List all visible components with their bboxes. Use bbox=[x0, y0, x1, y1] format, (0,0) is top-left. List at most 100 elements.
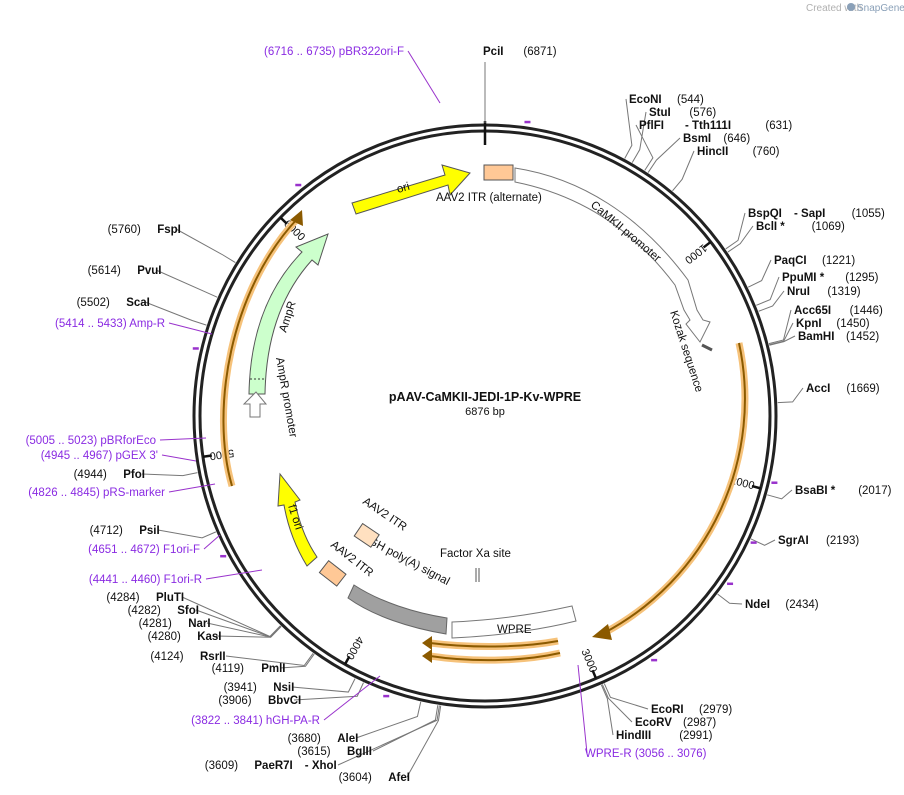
enzyme-position: (6871) bbox=[523, 46, 556, 58]
enzyme-site[interactable]: (3615)BglII bbox=[297, 705, 439, 758]
orf-arrow-3-head bbox=[422, 649, 432, 663]
enzyme-position: (4712) bbox=[90, 525, 123, 537]
f1-ori-arrow[interactable] bbox=[277, 472, 318, 567]
enzyme-position: (4944) bbox=[74, 469, 107, 481]
enzyme-leader bbox=[406, 705, 442, 778]
primer-site[interactable]: (4826 .. 4845) pRS-marker bbox=[28, 483, 757, 544]
jedi-orf-arrow[interactable] bbox=[602, 342, 749, 637]
enzyme-name: PluTI bbox=[156, 592, 184, 604]
enzyme-leader bbox=[769, 322, 794, 346]
enzyme-site[interactable]: Acc65I(1446) bbox=[768, 305, 883, 345]
credit-brand: SnapGene bbox=[857, 3, 904, 14]
enzyme-leader bbox=[144, 301, 207, 326]
primer-leader bbox=[203, 534, 221, 550]
enzyme-leader bbox=[747, 259, 772, 288]
enzyme-position: (5760) bbox=[108, 224, 141, 236]
enzyme-name-2: - XhoI bbox=[305, 760, 337, 772]
enzyme-name: FspI bbox=[157, 224, 181, 236]
enzyme-position: (576) bbox=[689, 107, 716, 119]
enzyme-site[interactable]: (4284)PluTI bbox=[106, 592, 281, 638]
enzyme-name: AccI bbox=[806, 383, 830, 395]
primer-site[interactable]: WPRE-R (3056 .. 3076) bbox=[295, 183, 707, 760]
enzyme-name: PpuMI * bbox=[782, 272, 825, 284]
enzyme-site[interactable]: (5760) FspI bbox=[108, 224, 236, 264]
tick-mark-5000 bbox=[202, 454, 213, 458]
ampr-arrow[interactable] bbox=[248, 233, 329, 395]
primer-label: (5414 .. 5433) Amp-R bbox=[55, 318, 165, 330]
enzyme-position: (2434) bbox=[785, 599, 818, 611]
itr-box-1[interactable] bbox=[353, 522, 380, 548]
camkii-promoter-arrow[interactable] bbox=[514, 167, 711, 343]
enzyme-position: (2991) bbox=[679, 730, 712, 742]
enzyme-site[interactable]: EcoRI(2979) bbox=[603, 683, 732, 716]
enzyme-site[interactable]: (4124)RsrII bbox=[150, 651, 314, 666]
enzyme-site[interactable]: PciI(6871) bbox=[483, 46, 557, 123]
enzyme-site[interactable]: NruI(1319) bbox=[758, 286, 861, 312]
enzyme-site[interactable]: (3906)BbvCI bbox=[218, 682, 364, 707]
enzyme-site[interactable]: KpnI(1450) bbox=[769, 318, 870, 346]
enzyme-site[interactable]: HincII(760) bbox=[672, 146, 780, 192]
enzyme-site[interactable]: BclI *(1069) bbox=[727, 221, 845, 253]
enzyme-site[interactable]: PaqCI(1221) bbox=[747, 255, 855, 288]
enzyme-leader bbox=[293, 682, 364, 701]
itr-alternate-box[interactable] bbox=[483, 164, 514, 181]
enzyme-site[interactable]: BspQI- SapI(1055) bbox=[725, 208, 885, 250]
enzyme-site[interactable]: (3604)AfeI bbox=[339, 705, 442, 784]
primer-label: (4651 .. 4672) F1ori-F bbox=[88, 544, 200, 556]
enzyme-site[interactable]: EcoRV(2987) bbox=[601, 684, 716, 729]
enzyme-name: BspQI bbox=[748, 208, 782, 220]
primer-leader bbox=[161, 454, 197, 462]
enzyme-site[interactable]: SgrAI(2193) bbox=[750, 535, 859, 547]
kozak-marker bbox=[701, 343, 713, 352]
primer-site[interactable]: (5414 .. 5433) Amp-R bbox=[55, 318, 390, 698]
enzyme-leader bbox=[291, 678, 356, 693]
plasmid-name: pAAV-CaMKII-JEDI-1P-Kv-WPRE bbox=[389, 390, 581, 404]
enzyme-position: (646) bbox=[723, 133, 750, 145]
enzyme-name: KpnI bbox=[796, 318, 822, 330]
itr-box-2[interactable] bbox=[318, 560, 347, 587]
enzyme-site[interactable]: EcoNI(544) bbox=[624, 94, 704, 159]
enzyme-site[interactable]: BsaBI *(2017) bbox=[767, 485, 892, 500]
primer-labels: (6716 .. 6735) pBR322ori-F (5414 .. 5433)… bbox=[26, 46, 778, 760]
enzyme-site[interactable]: (3680)AleI bbox=[288, 701, 422, 745]
enzyme-site[interactable]: (3941)NsiI bbox=[224, 678, 356, 694]
enzyme-site[interactable]: (4944)PfoI bbox=[74, 469, 198, 481]
enzyme-site[interactable]: PflFI- Tth111I(631) bbox=[635, 120, 792, 171]
enzyme-position: (1446) bbox=[850, 305, 883, 317]
enzyme-site[interactable]: (3609)PaeR7I- XhoI bbox=[205, 705, 440, 772]
enzyme-leader bbox=[769, 335, 796, 346]
enzyme-position: (3609) bbox=[205, 760, 238, 772]
enzyme-name: PsiI bbox=[139, 525, 159, 537]
primer-site[interactable]: (4441 .. 4460) F1ori-R bbox=[89, 569, 734, 586]
enzyme-site[interactable]: (5502)ScaI bbox=[77, 297, 207, 326]
primer-site[interactable]: (4945 .. 4967) pGEX 3' bbox=[41, 450, 658, 662]
primer-site[interactable]: (6716 .. 6735) pBR322ori-F bbox=[264, 46, 778, 484]
enzyme-position: (4124) bbox=[150, 651, 183, 663]
enzyme-site[interactable]: BamHI(1452) bbox=[769, 331, 879, 346]
enzyme-leader bbox=[647, 137, 681, 173]
enzyme-site[interactable]: StuI (576) bbox=[631, 107, 716, 163]
orf-arrow-2-core bbox=[429, 640, 559, 648]
primer-leader bbox=[323, 675, 381, 721]
enzyme-site[interactable]: (4712) PsiI bbox=[90, 525, 217, 539]
primer-site[interactable]: (3822 .. 3841) hGH-PA-R bbox=[191, 120, 531, 727]
enzyme-site[interactable]: BsmI(646) bbox=[647, 133, 750, 173]
ori-arrow[interactable] bbox=[351, 164, 471, 215]
enzyme-name: ScaI bbox=[126, 297, 150, 309]
ampr-promoter-arrow[interactable] bbox=[242, 391, 268, 418]
enzyme-site[interactable]: PpuMI *(1295) bbox=[756, 272, 879, 306]
enzyme-site[interactable]: (4119)PmlI bbox=[212, 653, 315, 675]
enzyme-site[interactable]: (4282)SfoI bbox=[128, 605, 282, 638]
hgh-polya-box[interactable] bbox=[347, 584, 448, 635]
enzyme-labels: PciI(6871) EcoNI(544)StuI (576)PflFI- Tth1… bbox=[74, 46, 892, 784]
enzyme-leader bbox=[631, 111, 647, 163]
tick-mark-3000 bbox=[591, 669, 598, 679]
enzyme-name: StuI bbox=[649, 107, 671, 119]
enzyme-site[interactable]: HindIII(2991) bbox=[600, 684, 713, 742]
enzyme-site[interactable]: NdeI(2434) bbox=[717, 593, 819, 611]
enzyme-site[interactable]: (5614)PvuI bbox=[88, 265, 218, 298]
enzyme-site[interactable]: AccI(1669) bbox=[777, 383, 880, 404]
wpre-box[interactable] bbox=[451, 605, 577, 639]
primer-site[interactable]: (5005 .. 5023) pBRforEco bbox=[26, 435, 227, 558]
primer-site[interactable]: (4651 .. 4672) F1ori-F bbox=[88, 347, 221, 556]
